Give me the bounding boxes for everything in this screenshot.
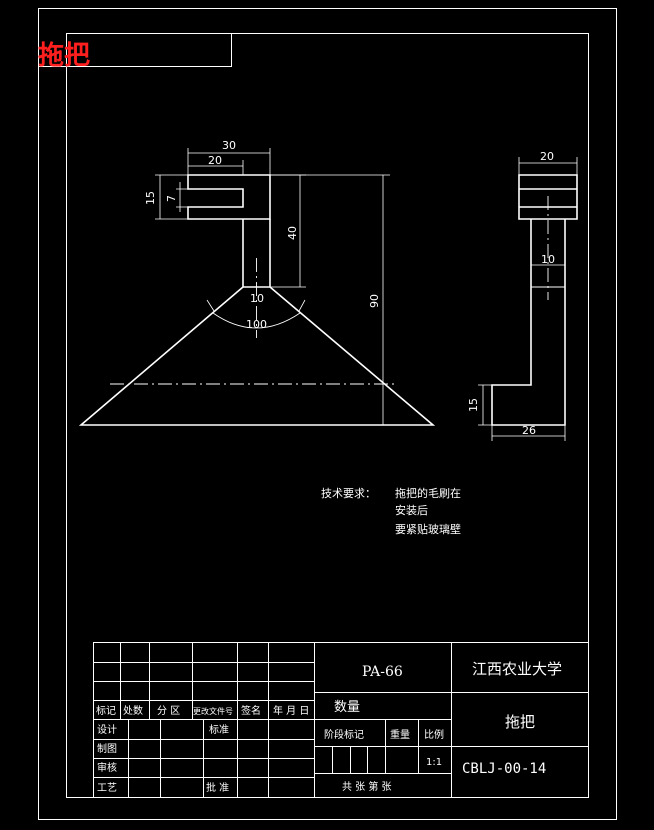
side-dim-line-26 [491, 425, 566, 441]
tech-line-3: 要紧贴玻璃壁 [395, 522, 461, 536]
title-label-box [38, 33, 232, 67]
side-view: 20 10 15 26 [467, 150, 578, 441]
side-shaft-outline [491, 219, 566, 426]
dim-line-15 [155, 174, 188, 220]
dim-10: 10 [250, 292, 264, 305]
title-label: 拖把 [38, 41, 90, 71]
header-sign: 签名 [241, 704, 261, 717]
dim-line-20 [188, 160, 244, 175]
side-dim-line-15 [478, 384, 492, 426]
side-dim-line-20 [518, 157, 578, 175]
side-dim-10: 10 [541, 253, 555, 266]
drawing-number: CBLJ-00-14 [462, 761, 546, 777]
dim-line-7 [176, 182, 188, 212]
dim-7: 7 [165, 195, 178, 202]
tech-line-2: 安装后 [395, 503, 428, 517]
outer-border [38, 8, 617, 820]
fork-head-outline [187, 174, 271, 220]
dim-40: 40 [286, 226, 299, 240]
dim-30: 30 [222, 139, 236, 152]
front-view: 30 20 15 7 40 90 10 100 [78, 139, 436, 426]
dim-line-30 [187, 148, 271, 175]
part-name: 拖把 [505, 713, 535, 731]
dim-90: 90 [368, 294, 381, 308]
title-block: PA-66 江西农业大学 拖把 CBLJ-00-14 数量 阶段标记 重量 比例… [93, 642, 589, 798]
side-dim-15: 15 [467, 398, 480, 412]
row-approve: 批 准 [206, 781, 229, 794]
dim-20: 20 [208, 154, 222, 167]
header-mark: 标记 [96, 705, 116, 717]
mop-head-outline [78, 286, 436, 426]
row-standard: 标准 [209, 724, 229, 736]
side-dim-26: 26 [522, 424, 536, 437]
dim-15: 15 [144, 191, 157, 205]
header-date: 年 月 日 [273, 704, 309, 717]
header-count: 处数 [123, 704, 143, 717]
tech-line-1: 拖把的毛刷在 [395, 486, 461, 500]
header-zone: 分 区 [157, 705, 180, 717]
quantity-label: 数量 [334, 700, 360, 715]
total-sheets: 共 张 第 张 [342, 780, 392, 793]
material-code: PA-66 [362, 664, 403, 680]
row-design: 设计 [97, 723, 117, 736]
row-drafting: 制图 [97, 742, 117, 755]
tech-requirements: 技术要求： 拖把的毛刷在 安装后 要紧贴玻璃壁 [321, 486, 461, 536]
weight-label: 重量 [390, 728, 410, 741]
stage-mark-label: 阶段标记 [324, 728, 364, 741]
tech-label: 技术要求： [321, 487, 376, 500]
angle-arc [212, 312, 301, 329]
dim-line-90 [270, 174, 390, 426]
row-process: 工艺 [97, 782, 117, 794]
side-dim-20: 20 [540, 150, 554, 163]
row-review: 审核 [97, 761, 117, 774]
inner-frame [66, 33, 589, 798]
school-name: 江西农业大学 [472, 660, 562, 678]
scale-label: 比例 [424, 728, 444, 741]
scale-value: 1:1 [426, 757, 442, 768]
dim-100: 100 [246, 318, 267, 331]
header-doc: 更改文件号 [193, 706, 233, 716]
